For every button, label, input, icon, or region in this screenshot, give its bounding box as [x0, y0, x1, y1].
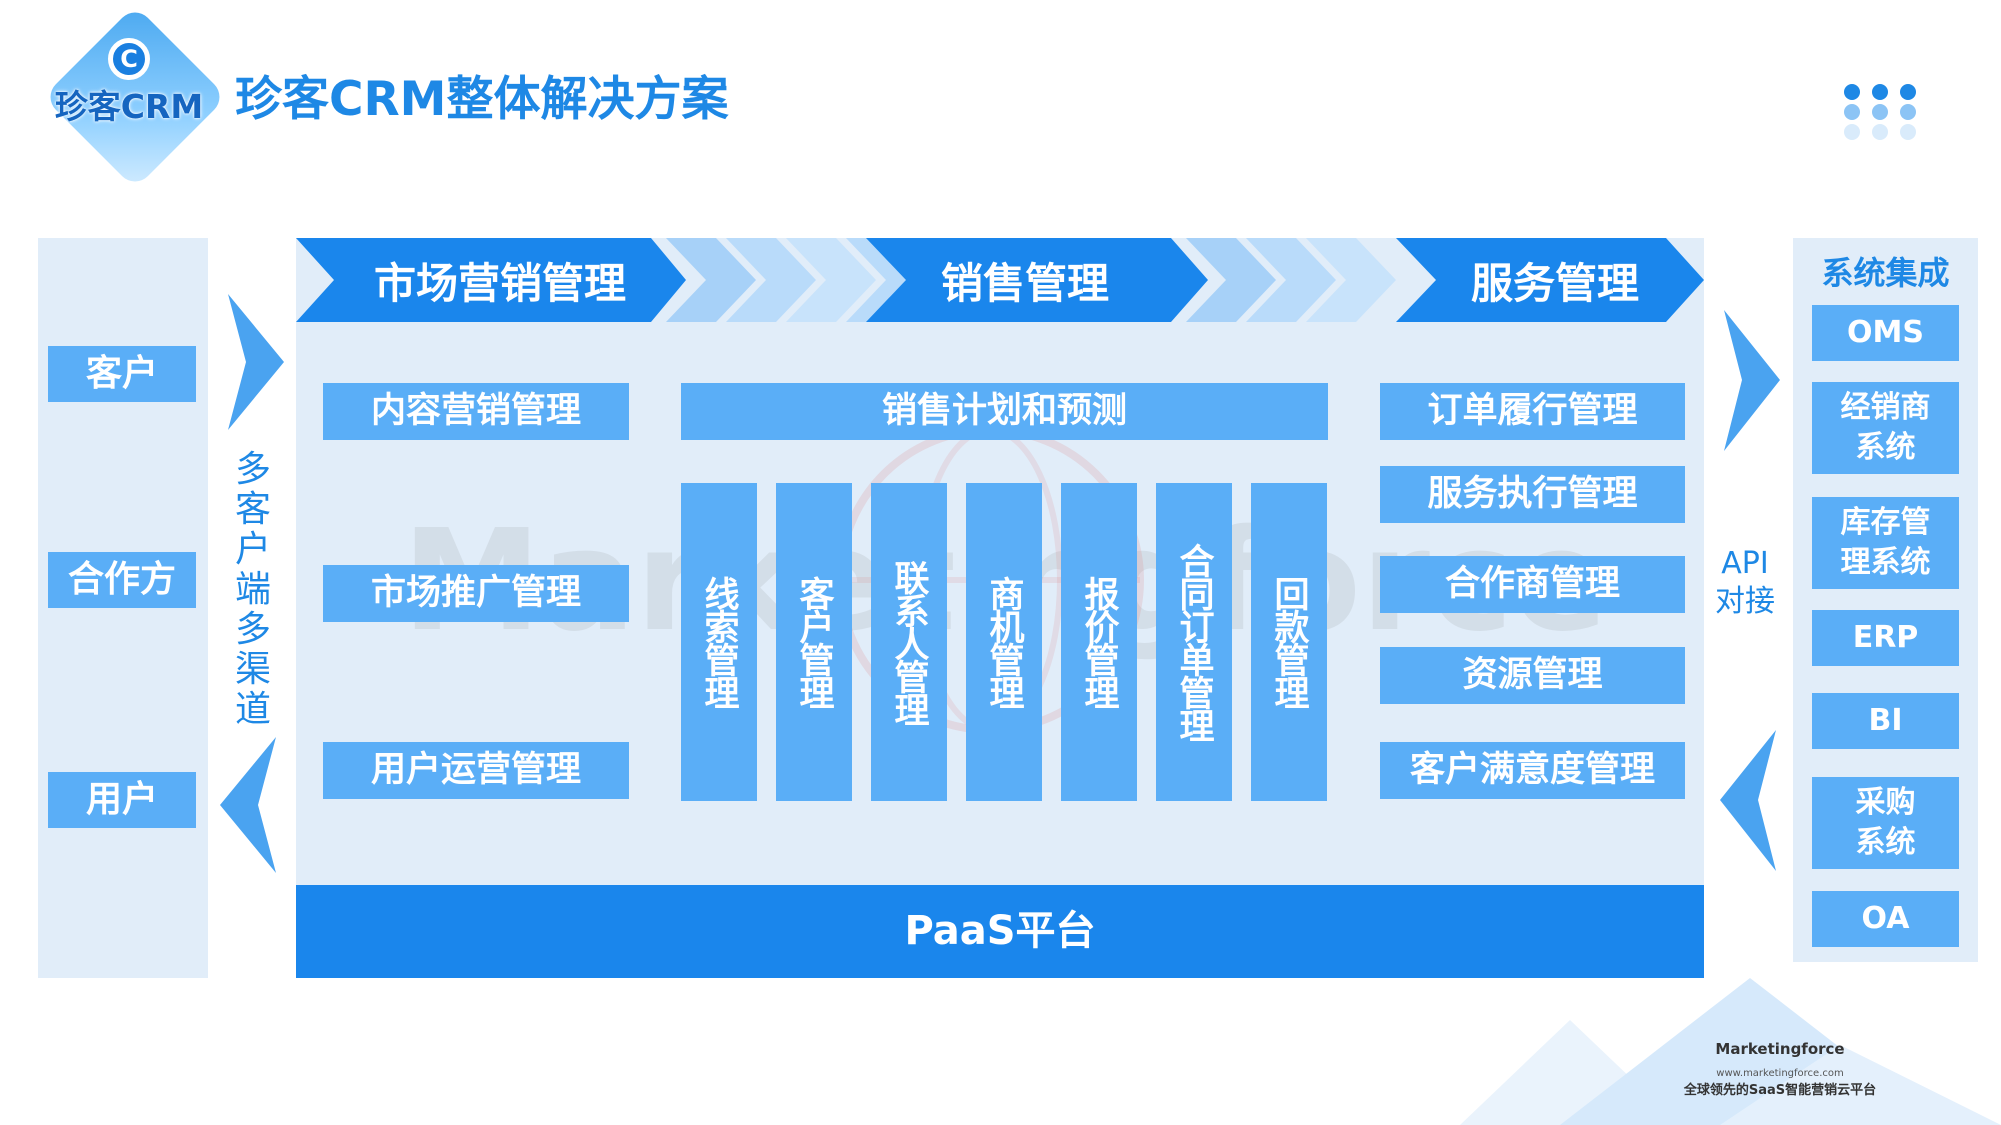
sys-dealer: 经销商系统	[1812, 382, 1959, 474]
sales-col-opportunities: 商机管理	[966, 483, 1042, 801]
arrow-right-icon	[1724, 310, 1780, 451]
sales-col-quotes: 报价管理	[1061, 483, 1137, 801]
arrow-left-icon	[220, 737, 276, 873]
service-fulfillment: 订单履行管理	[1380, 383, 1685, 440]
service-satisfaction: 客户满意度管理	[1380, 742, 1685, 799]
marketing-promotion: 市场推广管理	[323, 565, 629, 622]
logo-c-icon: C	[108, 38, 150, 80]
left-item-user: 用户	[48, 772, 196, 828]
stage-ribbon	[296, 238, 1704, 322]
left-item-partner: 合作方	[48, 552, 196, 608]
marketing-user-ops: 用户运营管理	[323, 742, 629, 799]
sales-col-customers: 客户管理	[776, 483, 852, 801]
footer-decoration	[1460, 978, 2001, 1125]
sales-col-contacts: 联系人管理	[871, 483, 947, 801]
footer-slogan: 全球领先的SaaS智能营销云平台	[1683, 1083, 1877, 1098]
arrow-left-icon	[1720, 730, 1776, 871]
paas-platform: PaaS平台	[296, 885, 1704, 978]
footer-url: www.marketingforce.com	[1716, 1068, 1844, 1079]
sys-oa: OA	[1812, 891, 1959, 947]
sales-col-leads: 线索管理	[681, 483, 757, 801]
sys-inventory: 库存管理系统	[1812, 497, 1959, 589]
channel-text: 多客户端多渠道	[234, 449, 271, 730]
service-execution: 服务执行管理	[1380, 466, 1685, 523]
stage-sales: 销售管理	[940, 259, 1109, 308]
arrow-right-icon	[228, 294, 284, 430]
sys-erp: ERP	[1812, 610, 1959, 666]
sales-col-payments: 回款管理	[1251, 483, 1327, 801]
page-title: 珍客CRM整体解决方案	[235, 72, 729, 127]
left-item-customer: 客户	[48, 346, 196, 402]
sys-bi: BI	[1812, 693, 1959, 749]
sales-col-contracts: 合同订单管理	[1156, 483, 1232, 801]
sys-oms: OMS	[1812, 305, 1959, 361]
service-resources: 资源管理	[1380, 647, 1685, 704]
stage-marketing: 市场营销管理	[373, 259, 626, 308]
logo-text: 珍客CRM	[54, 87, 204, 126]
marketing-content: 内容营销管理	[323, 383, 629, 440]
service-partners: 合作商管理	[1380, 556, 1685, 613]
sys-procurement: 采购系统	[1812, 777, 1959, 869]
stage-service: 服务管理	[1470, 259, 1639, 308]
footer-brand-name: Marketingforce	[1715, 1040, 1845, 1058]
sales-plan: 销售计划和预测	[681, 383, 1328, 440]
integration-title: 系统集成	[1821, 254, 1950, 292]
footer-brand: Marketingforce www.marketingforce.com 全球…	[1660, 1040, 1900, 1098]
dots-grid-icon	[1844, 84, 1916, 140]
